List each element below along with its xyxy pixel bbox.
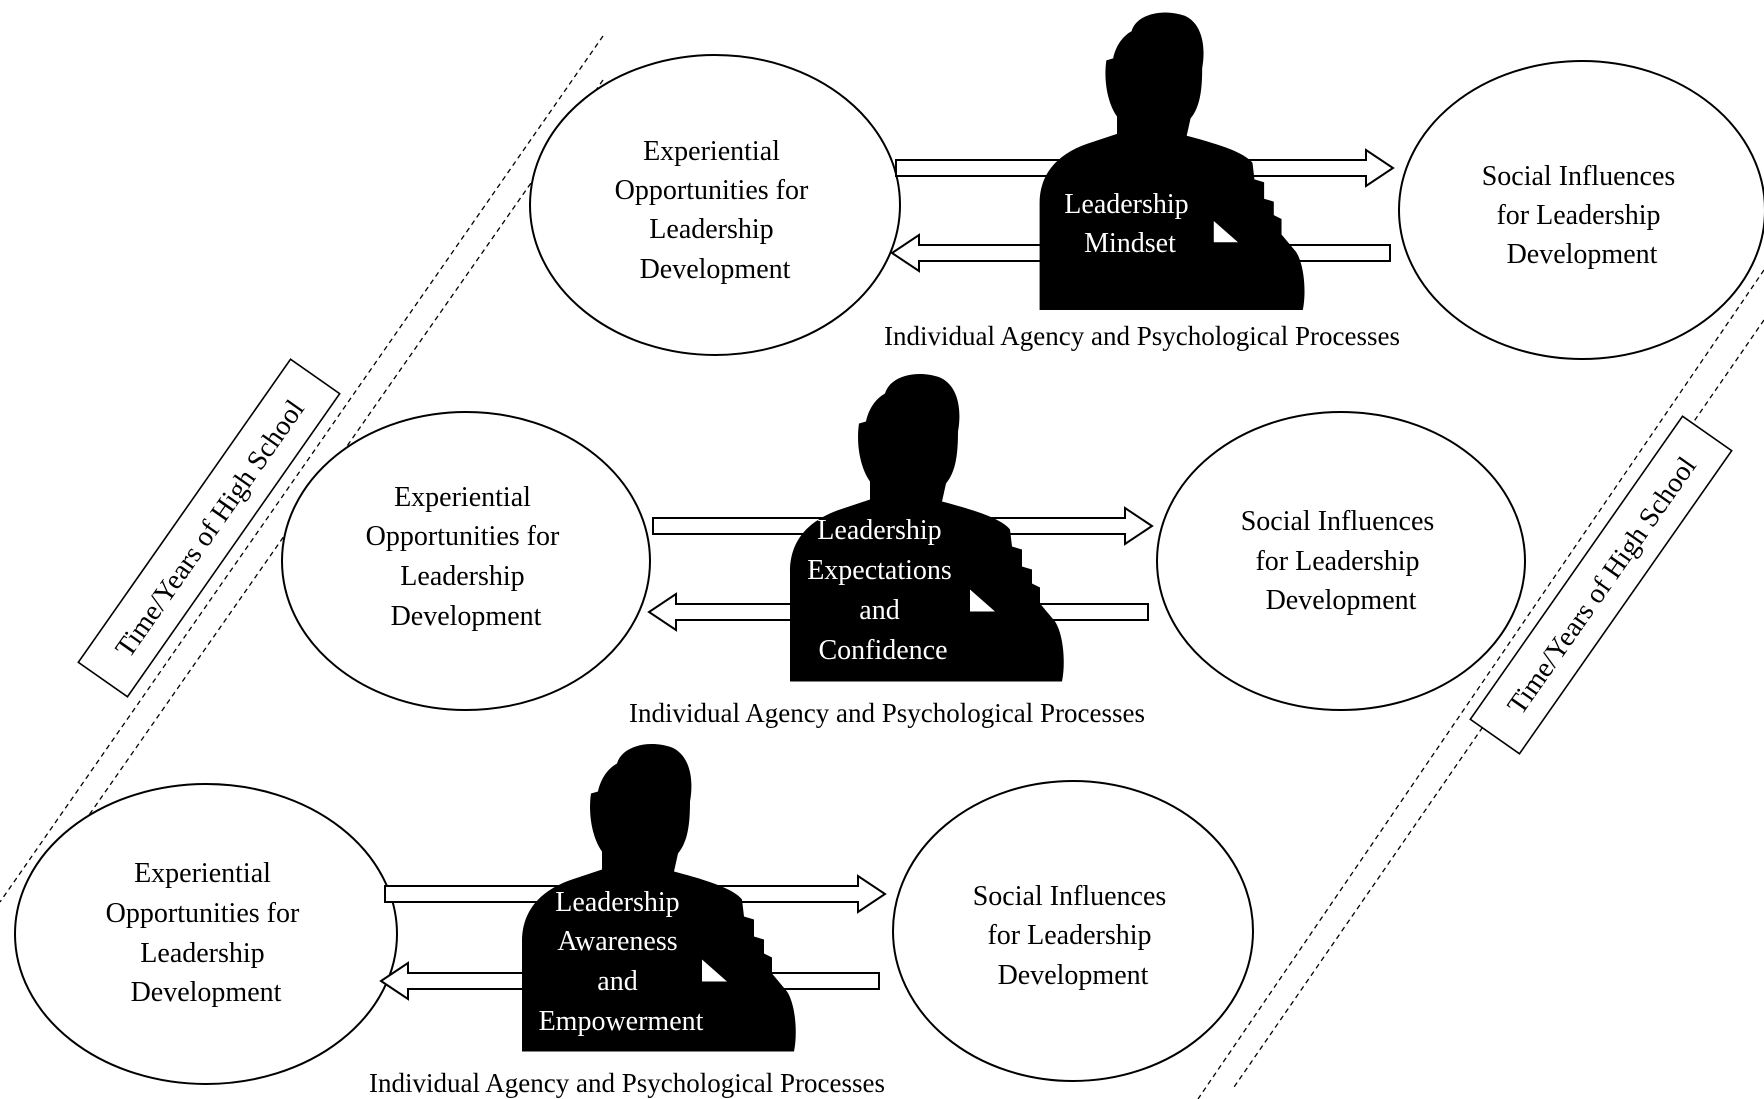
mindset-text: Leadership Mindset xyxy=(1064,189,1195,259)
experiential-line: Opportunities for xyxy=(366,521,560,552)
left-time-label-box xyxy=(77,358,341,698)
experiential-oval xyxy=(529,54,901,356)
social-oval xyxy=(1156,411,1526,711)
social-line: Social Influences xyxy=(1482,161,1676,192)
social-oval xyxy=(1398,60,1764,360)
experiential-oval xyxy=(281,411,651,711)
experiential-line: Development xyxy=(391,601,542,632)
experiential-line: Experiential xyxy=(134,858,271,889)
social-line: for Leadership xyxy=(1496,200,1660,231)
left-time-guide-outer xyxy=(0,35,604,903)
experiential-line: Leadership xyxy=(400,561,524,592)
social-line: Social Influences xyxy=(973,881,1167,912)
social-text: Social Influences for Leadership Develop… xyxy=(973,881,1174,991)
agency-caption: Individual Agency and Psychological Proc… xyxy=(884,321,1400,351)
experiential-oval xyxy=(14,783,398,1085)
experiential-line: Experiential xyxy=(394,482,531,513)
experiential-line: Leadership xyxy=(140,938,264,969)
social-line: for Leadership xyxy=(1255,546,1419,577)
social-line: for Leadership xyxy=(987,920,1151,951)
experiential-line: Development xyxy=(131,977,282,1008)
mindset-line: Leadership xyxy=(1064,189,1188,220)
mindset-line: Confidence xyxy=(818,635,947,666)
social-text: Social Influences for Leadership Develop… xyxy=(1241,506,1442,616)
experiential-line: Development xyxy=(640,254,791,285)
social-line: Development xyxy=(1266,585,1417,616)
social-text: Social Influences for Leadership Develop… xyxy=(1482,161,1683,270)
social-line: Social Influences xyxy=(1241,506,1435,537)
agency-caption: Individual Agency and Psychological Proc… xyxy=(369,1068,885,1098)
mindset-line: Empowerment xyxy=(539,1006,704,1037)
tier-2: Experiential Opportunities for Leadershi… xyxy=(281,374,1526,728)
right-time-label-text: Time/Years of High School xyxy=(1502,451,1703,720)
mindset-line: Leadership xyxy=(555,887,679,918)
experiential-line: Opportunities for xyxy=(615,175,809,206)
mindset-line: Leadership xyxy=(817,515,941,546)
experiential-line: Opportunities for xyxy=(106,898,300,929)
social-line: Development xyxy=(998,960,1149,991)
tier-1: Experiential Opportunities for Leadershi… xyxy=(529,12,1764,360)
experiential-line: Experiential xyxy=(643,136,780,167)
social-line: Development xyxy=(1507,239,1658,270)
experiential-text: Experiential Opportunities for Leadershi… xyxy=(106,858,307,1008)
mindset-line: and xyxy=(859,595,899,626)
social-oval xyxy=(892,780,1254,1082)
tier-3: Experiential Opportunities for Leadershi… xyxy=(14,744,1254,1098)
experiential-text: Experiential Opportunities for Leadershi… xyxy=(615,136,816,285)
mindset-text: Leadership Awareness and Empowerment xyxy=(539,887,704,1037)
agency-caption: Individual Agency and Psychological Proc… xyxy=(629,698,1145,728)
experiential-text: Experiential Opportunities for Leadershi… xyxy=(366,482,567,632)
mindset-text: Leadership Expectations and Confidence xyxy=(807,515,959,666)
mindset-line: Awareness xyxy=(557,926,677,957)
mindset-line: Mindset xyxy=(1084,228,1176,259)
left-time-label-text: Time/Years of High School xyxy=(110,394,311,663)
right-time-label-box xyxy=(1469,415,1733,755)
mindset-line: and xyxy=(597,966,637,997)
experiential-line: Leadership xyxy=(649,214,773,245)
mindset-line: Expectations xyxy=(807,555,952,586)
